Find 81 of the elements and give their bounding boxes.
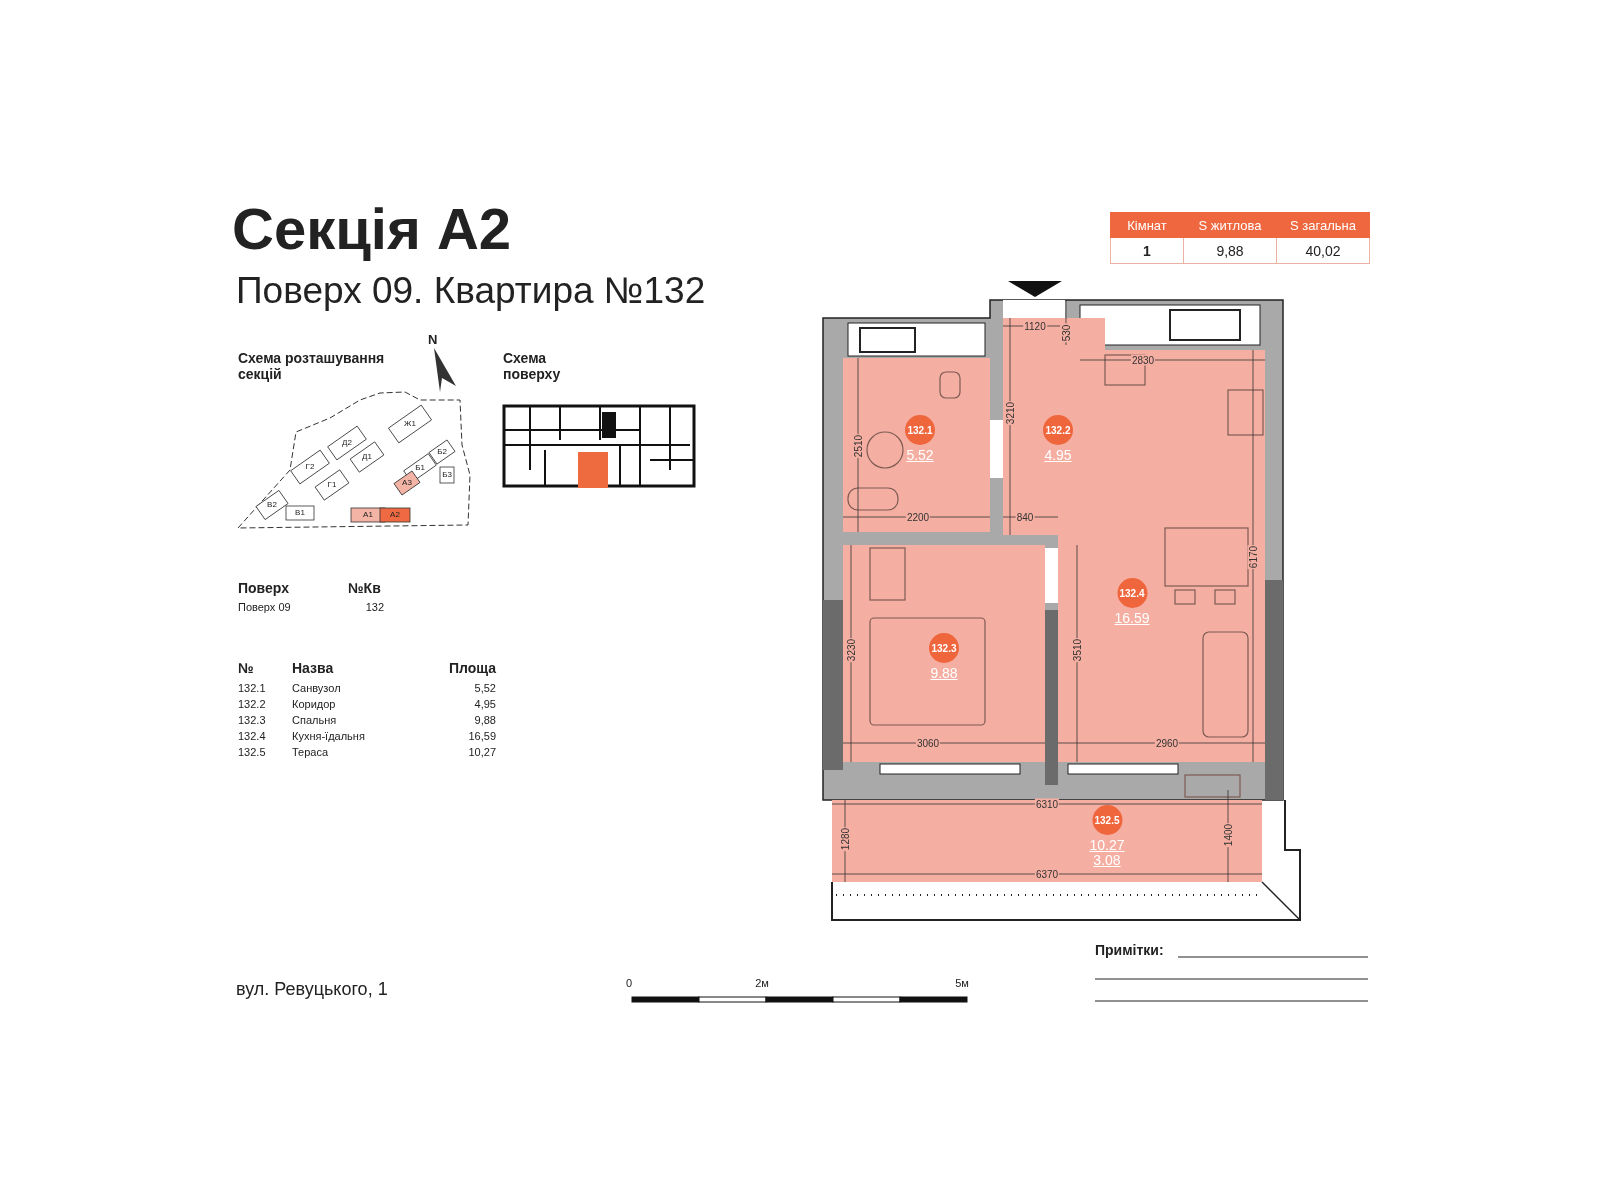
table-header: Кімнат [1110, 212, 1184, 238]
area-value: 16.59 [1114, 611, 1150, 626]
table-cell: 16,59 [468, 730, 496, 743]
north-label: N [428, 333, 438, 348]
section-label: Г2 [305, 462, 315, 472]
table-header: Назва [292, 660, 334, 677]
table-header: Поверх [238, 580, 289, 597]
room-number-badge: 132.2 [1043, 415, 1073, 445]
table-cell: 10,27 [468, 746, 496, 759]
section-label: А1 [363, 510, 373, 520]
section-label: Д2 [342, 438, 352, 448]
table-cell: 132.5 [238, 746, 266, 759]
dimension-label: 1120 [1023, 320, 1047, 332]
section-label: В1 [295, 508, 305, 518]
table-cell: Спальня [292, 714, 337, 727]
dimension-label: 2960 [1154, 737, 1180, 749]
table-header: №Кв [348, 580, 381, 597]
table-header: S житлова [1183, 212, 1277, 238]
table-cell: 5,52 [474, 682, 496, 695]
area-value: 10.27 [1089, 838, 1125, 853]
table-cell: 132.3 [238, 714, 266, 727]
room-number-badge: 132.5 [1092, 805, 1122, 835]
table-cell: 9,88 [474, 714, 496, 727]
address: вул. Ревуцького, 1 [236, 979, 388, 1000]
dimension-label: 6370 [1034, 868, 1060, 880]
room-area [832, 800, 1262, 882]
dimension-label: 2830 [1130, 354, 1156, 366]
area-value: 9.88 [930, 666, 958, 681]
dimension-label: 6310 [1034, 798, 1060, 810]
table-header: № [238, 660, 254, 677]
title: Секція А2 [232, 196, 512, 263]
table-header: S загальна [1276, 212, 1370, 238]
room-area [1003, 318, 1105, 535]
room-area [843, 545, 1045, 762]
scale-label: 5м [955, 977, 969, 990]
area-value: 5.52 [906, 448, 934, 463]
room-number-badge: 132.1 [905, 415, 935, 445]
table-cell: 132.4 [238, 730, 266, 743]
table-cell: 1 [1110, 237, 1184, 264]
section-label: Б3 [442, 470, 452, 480]
dimension-label: 1280 [839, 826, 851, 852]
section-label: Б1 [415, 463, 425, 473]
area-value: 4.95 [1044, 448, 1072, 463]
table-cell: Санвузол [292, 682, 341, 695]
table-cell: 4,95 [474, 698, 496, 711]
table-cell: 9,88 [1183, 237, 1277, 264]
table-cell: 40,02 [1276, 237, 1370, 264]
scale-label: 0 [625, 977, 633, 990]
table-cell: 132.2 [238, 698, 266, 711]
dimension-label: 2510 [852, 433, 864, 459]
area-value: 3.08 [1093, 853, 1121, 868]
scale-label: 2м [755, 977, 769, 990]
subtitle: Поверх 09. Квартира №132 [236, 270, 706, 313]
dimension-label: 840 [1015, 511, 1035, 523]
section-label: В2 [267, 500, 277, 510]
section-label: А2 [390, 510, 400, 520]
dimension-label: 2200 [905, 511, 931, 523]
room-area [843, 358, 990, 532]
dimension-label: 3230 [845, 637, 857, 663]
table-cell: Кухня-їдальня [292, 730, 365, 743]
section-label: Б2 [437, 447, 447, 457]
table-cell: Коридор [292, 698, 336, 711]
section-label: Г1 [327, 480, 337, 490]
table-cell: 132 [365, 601, 384, 614]
dimension-label: 3510 [1071, 637, 1083, 663]
room-number-badge: 132.3 [929, 633, 959, 663]
dimension-label: 3210 [1004, 400, 1016, 426]
panel-heading: Схема розташування секцій [238, 350, 386, 383]
dimension-label: 6170 [1247, 544, 1259, 570]
section-label: А3 [402, 478, 412, 488]
dimension-label: 1400 [1222, 822, 1234, 848]
table-cell: Поверх 09 [238, 601, 291, 614]
section-label: Ж1 [404, 419, 416, 429]
notes-label: Примітки: [1095, 942, 1164, 959]
table-cell: 132.1 [238, 682, 266, 695]
table-header: Площа [448, 660, 496, 677]
dimension-label: 530 [1060, 323, 1072, 343]
panel-heading: Схема поверху [503, 350, 562, 383]
table-cell: Тераса [292, 746, 329, 759]
section-label: Д1 [362, 452, 372, 462]
dimension-label: 3060 [915, 737, 941, 749]
